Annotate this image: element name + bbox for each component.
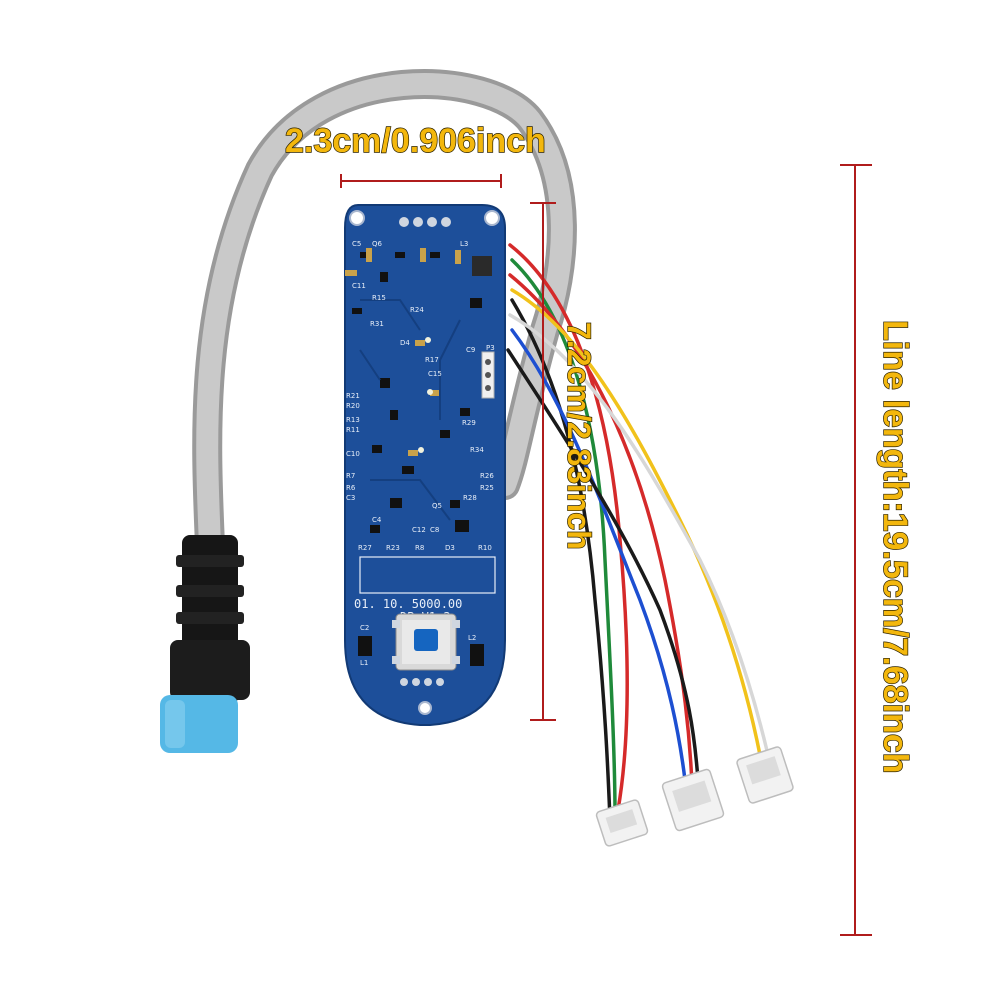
width-dimension xyxy=(340,174,502,188)
wire-black-2 xyxy=(506,348,700,782)
svg-text:C15: C15 xyxy=(428,370,442,378)
width-label: 2.3cm/0.906inch xyxy=(285,122,546,160)
line-length-dimension xyxy=(840,164,872,936)
svg-text:Q5: Q5 xyxy=(432,502,442,510)
svg-text:C9: C9 xyxy=(466,346,475,354)
svg-text:C8: C8 xyxy=(430,526,439,534)
svg-text:R10: R10 xyxy=(478,544,492,552)
wire-red xyxy=(508,243,630,812)
wire-yellow xyxy=(510,288,762,757)
wire-black xyxy=(510,298,612,822)
svg-text:C5: C5 xyxy=(352,240,361,248)
svg-text:R27: R27 xyxy=(358,544,372,552)
svg-text:C4: C4 xyxy=(372,516,382,524)
svg-text:Q6: Q6 xyxy=(372,240,383,248)
line-length-label: Line length:19.5cm/7.68inch xyxy=(876,320,914,773)
svg-text:R24: R24 xyxy=(410,306,424,314)
svg-text:D3: D3 xyxy=(445,544,455,552)
circuit-board: C5 Q6 L3 C11 R15 R24 R31 D4 R17 C9 C15 P… xyxy=(344,204,506,726)
plug-left xyxy=(595,799,649,847)
svg-text:R13: R13 xyxy=(346,416,360,424)
svg-text:D4: D4 xyxy=(400,339,410,347)
svg-text:R31: R31 xyxy=(370,320,384,328)
board-length-dimension xyxy=(530,202,556,721)
waterproof-connector xyxy=(160,535,250,753)
svg-text:R15: R15 xyxy=(372,294,386,302)
svg-text:C3: C3 xyxy=(346,494,355,502)
svg-text:R6: R6 xyxy=(346,484,356,492)
svg-text:P3: P3 xyxy=(486,344,495,352)
grey-cable-highlight xyxy=(196,73,573,556)
svg-text:R17: R17 xyxy=(425,356,439,364)
svg-text:R23: R23 xyxy=(386,544,400,552)
board-length-label: 7.2cm/2.83inch xyxy=(561,322,597,550)
svg-text:C11: C11 xyxy=(352,282,366,290)
svg-text:C12: C12 xyxy=(412,526,426,534)
plug-right xyxy=(736,746,794,804)
svg-text:R34: R34 xyxy=(470,446,484,454)
wire-bundle xyxy=(506,243,770,822)
svg-text:R8: R8 xyxy=(415,544,424,552)
svg-text:L2: L2 xyxy=(468,634,476,642)
wire-blue xyxy=(510,328,687,782)
svg-text:R29: R29 xyxy=(462,419,476,427)
push-button xyxy=(392,613,460,671)
svg-text:L1: L1 xyxy=(360,659,368,667)
svg-text:C2: C2 xyxy=(360,624,369,632)
svg-text:R25: R25 xyxy=(480,484,494,492)
svg-text:C10: C10 xyxy=(346,450,360,458)
svg-text:R20: R20 xyxy=(346,402,360,410)
svg-text:R7: R7 xyxy=(346,472,355,480)
svg-text:R21: R21 xyxy=(346,392,360,400)
wire-white xyxy=(508,313,770,757)
plug-middle xyxy=(661,768,725,832)
svg-text:R26: R26 xyxy=(480,472,494,480)
svg-text:R11: R11 xyxy=(346,426,360,434)
pcb-bottom-code: 01. 10. 5000.00 xyxy=(354,597,462,611)
svg-text:L3: L3 xyxy=(460,240,468,248)
svg-text:R28: R28 xyxy=(463,494,477,502)
